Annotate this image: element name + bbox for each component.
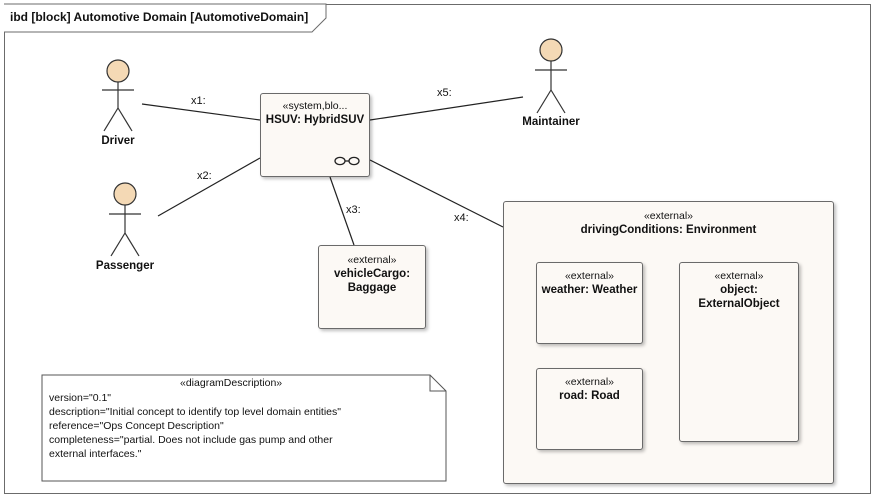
environment-name: drivingConditions: Environment xyxy=(580,224,757,236)
note-line: version="0.1" xyxy=(49,392,112,404)
decomposition-icon xyxy=(334,156,360,166)
object-part[interactable]: «external» object: ExternalObject xyxy=(679,262,799,442)
note-line: external interfaces." xyxy=(49,448,142,460)
hsuv-block[interactable]: «system,blo... HSUV: HybridSUV xyxy=(260,93,370,177)
road-stereotype: «external» xyxy=(564,376,615,388)
maintainer-actor-figure xyxy=(535,38,567,114)
connector-x1 xyxy=(141,103,261,121)
connector-x2 xyxy=(157,157,261,217)
weather-stereotype: «external» xyxy=(564,270,615,282)
connector-label-x1: x1: xyxy=(191,95,206,107)
frame-title-tab xyxy=(4,3,327,33)
weather-part[interactable]: «external» weather: Weather xyxy=(536,262,643,344)
connector-label-x3: x3: xyxy=(346,204,361,216)
driver-actor-figure xyxy=(102,59,134,132)
cargo-name-line2: Baggage xyxy=(347,282,397,294)
environment-stereotype: «external» xyxy=(643,210,694,222)
object-name-line2: ExternalObject xyxy=(698,298,780,310)
object-stereotype: «external» xyxy=(714,270,764,282)
cargo-stereotype: «external» xyxy=(347,254,397,266)
connector-label-x5: x5: xyxy=(437,87,452,99)
connector-label-x2: x2: xyxy=(197,170,212,182)
note-line: completeness="partial. Does not include … xyxy=(49,434,333,446)
note-line: reference="Ops Concept Description" xyxy=(49,420,224,432)
frame-title: ibd [block] Automotive Domain [Automotiv… xyxy=(10,10,309,24)
road-name: road: Road xyxy=(559,390,620,402)
connector-x5 xyxy=(369,96,524,121)
connector-x4 xyxy=(369,159,504,228)
connector-x3 xyxy=(329,176,355,246)
actor-label-maintainer[interactable]: Maintainer xyxy=(522,116,580,128)
actor-label-driver[interactable]: Driver xyxy=(101,135,135,147)
note-shape xyxy=(41,374,447,482)
note-line: description="Initial concept to identify… xyxy=(49,406,341,418)
diagram-frame xyxy=(4,4,871,494)
road-part[interactable]: «external» road: Road xyxy=(536,368,643,450)
note-stereotype: «diagramDescription» xyxy=(180,377,283,389)
cargo-name-line1: vehicleCargo: xyxy=(333,268,411,280)
hsuv-name: HSUV: HybridSUV xyxy=(265,114,365,126)
connector-label-x4: x4: xyxy=(454,212,469,224)
weather-name: weather: Weather xyxy=(541,284,638,296)
hsuv-stereotype: «system,blo... xyxy=(282,100,348,112)
vehicle-cargo-block[interactable]: «external» vehicleCargo: Baggage xyxy=(318,245,426,329)
object-name-line1: object: xyxy=(720,284,758,296)
actor-label-passenger[interactable]: Passenger xyxy=(95,260,155,272)
passenger-actor-figure xyxy=(109,182,141,257)
